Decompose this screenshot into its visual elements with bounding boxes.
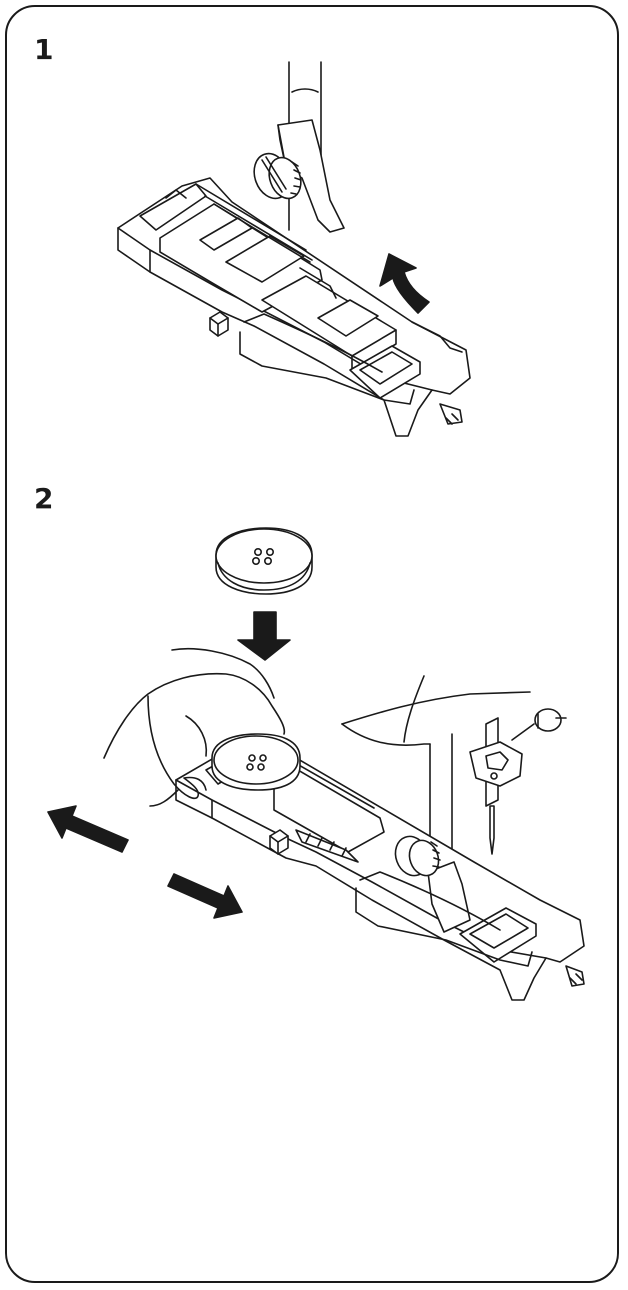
- curved-up-arrow-icon: [380, 254, 429, 313]
- double-arrow-icon: [48, 806, 128, 852]
- button-illustration: [216, 528, 312, 594]
- hand-illustration: [104, 649, 284, 806]
- down-arrow-icon: [238, 612, 290, 660]
- step-2-number: 2: [34, 482, 54, 515]
- step-1-number: 1: [34, 33, 54, 66]
- presser-foot-shank-illustration: [248, 62, 344, 232]
- needle-illustration: [490, 806, 494, 854]
- buttonhole-foot-illustration: [176, 734, 584, 1000]
- machine-body-illustration: [342, 676, 566, 872]
- double-arrow-icon: [168, 874, 242, 918]
- buttonhole-foot-illustration: [118, 178, 470, 436]
- page-frame: [5, 5, 619, 1283]
- step-1-illustration: [118, 62, 470, 436]
- step-2-illustration: [48, 528, 584, 1000]
